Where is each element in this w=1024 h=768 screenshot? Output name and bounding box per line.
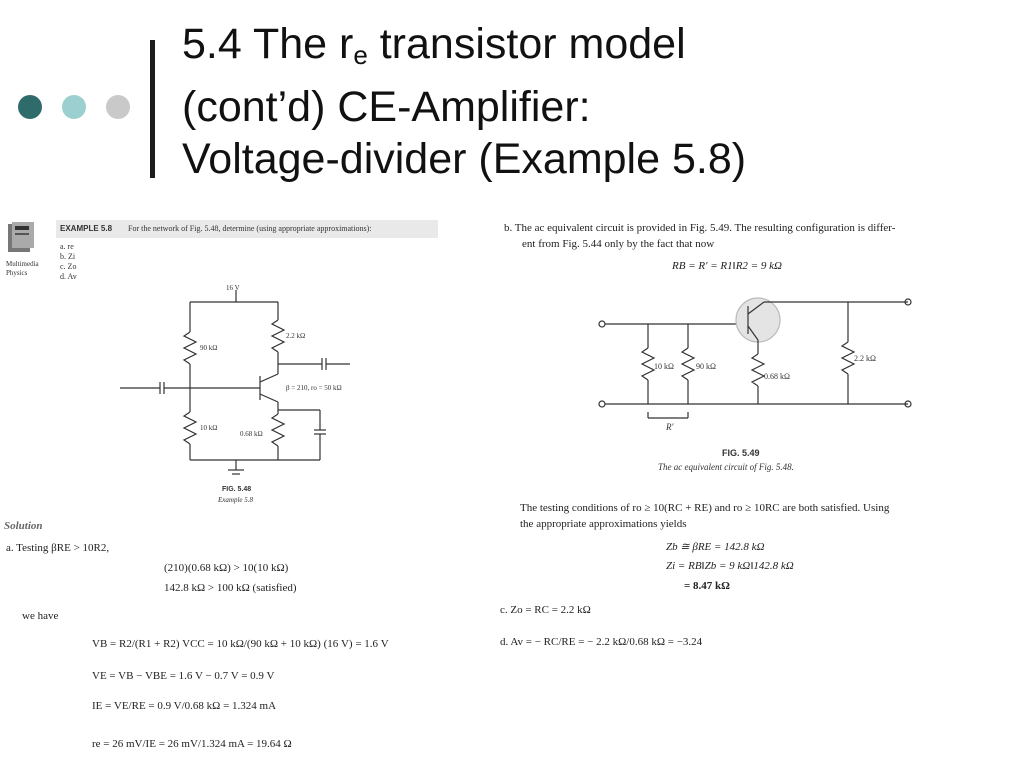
b-text-2: ent from Fig. 5.44 only by the fact that… — [522, 238, 715, 250]
solution-heading: Solution — [4, 520, 43, 532]
re-equation: re = 26 mV/IE = 26 mV/1.324 mA = 19.64 Ω — [92, 738, 292, 750]
vcc-label: 16 V — [226, 284, 240, 292]
slide-title: 5.4 The re transistor model (cont’d) CE-… — [182, 20, 747, 183]
we-have: we have — [22, 610, 59, 622]
r068-label: 0.68 kΩ — [764, 372, 790, 381]
r22-label: 2.2 kΩ — [854, 354, 876, 363]
a-line2: 142.8 kΩ > 100 kΩ (satisfied) — [164, 582, 297, 594]
part-c: c. Zo — [60, 262, 77, 271]
a-testing: a. Testing βRE > 10R2, — [6, 542, 110, 554]
multimedia-book-icon — [8, 222, 34, 252]
ie-equation: IE = VE/RE = 0.9 V/0.68 kΩ = 1.324 mA — [92, 700, 277, 712]
zi-result: = 8.47 kΩ — [684, 580, 730, 592]
r1-label: 90 kΩ — [200, 344, 218, 352]
rc-label: 2.2 kΩ — [286, 332, 306, 340]
part-b: b. Zi — [60, 252, 76, 261]
dot-dark — [18, 95, 42, 119]
multimedia-label: Multimedia Physics — [6, 260, 39, 277]
b-text-1: b. The ac equivalent circuit is provided… — [504, 222, 896, 234]
test-text-1: The testing conditions of ro ≥ 10(RC + R… — [520, 502, 890, 514]
example-head: EXAMPLE 5.8 — [60, 224, 113, 233]
dot-grey — [106, 95, 130, 119]
circuit-fig-5-49 — [598, 297, 912, 419]
re-label: 0.68 kΩ — [240, 430, 263, 438]
rprime-label: R′ — [666, 422, 674, 432]
a-line1: (210)(0.68 kΩ) > 10(10 kΩ) — [164, 562, 289, 574]
part-a: a. re — [60, 242, 74, 251]
d-equation: d. Av = − RC/RE = − 2.2 kΩ/0.68 kΩ = −3.… — [500, 636, 703, 648]
left-scan-panel: Multimedia Physics EXAMPLE 5.8 For the n… — [0, 212, 465, 768]
rb-equation: RB = R′ = R1‖R2 = 9 kΩ — [672, 260, 782, 272]
beta-label: β = 210, ro = 50 kΩ — [286, 384, 342, 392]
dot-light — [62, 95, 86, 119]
fig-5-49-caption: The ac equivalent circuit of Fig. 5.48. — [658, 462, 794, 472]
fig-5-49: FIG. 5.49 — [722, 448, 760, 458]
c-equation: c. Zo = RC = 2.2 kΩ — [500, 604, 591, 616]
zb-equation: Zb ≅ βRE = 142.8 kΩ — [666, 541, 765, 553]
vb-equation: VB = R2/(R1 + R2) VCC = 10 kΩ/(90 kΩ + 1… — [92, 638, 389, 650]
ve-equation: VE = VB − VBE = 1.6 V − 0.7 V = 0.9 V — [92, 670, 275, 682]
zi-equation: Zi = RB‖Zb = 9 kΩ‖142.8 kΩ — [666, 560, 794, 572]
test-text-2: the appropriate approximations yields — [520, 518, 687, 530]
r90-label: 90 kΩ — [696, 362, 716, 371]
example-text: For the network of Fig. 5.48, determine … — [128, 224, 372, 233]
fig-5-48: FIG. 5.48 — [222, 486, 252, 493]
part-d: d. Av — [60, 272, 77, 281]
circuit-fig-5-48 — [120, 290, 350, 475]
title-divider — [150, 40, 155, 178]
r2-label: 10 kΩ — [200, 424, 218, 432]
r10-label: 10 kΩ — [654, 362, 674, 371]
right-scan-panel: b. The ac equivalent circuit is provided… — [492, 212, 1024, 662]
fig-5-48-caption: Example 5.8 — [218, 496, 253, 504]
